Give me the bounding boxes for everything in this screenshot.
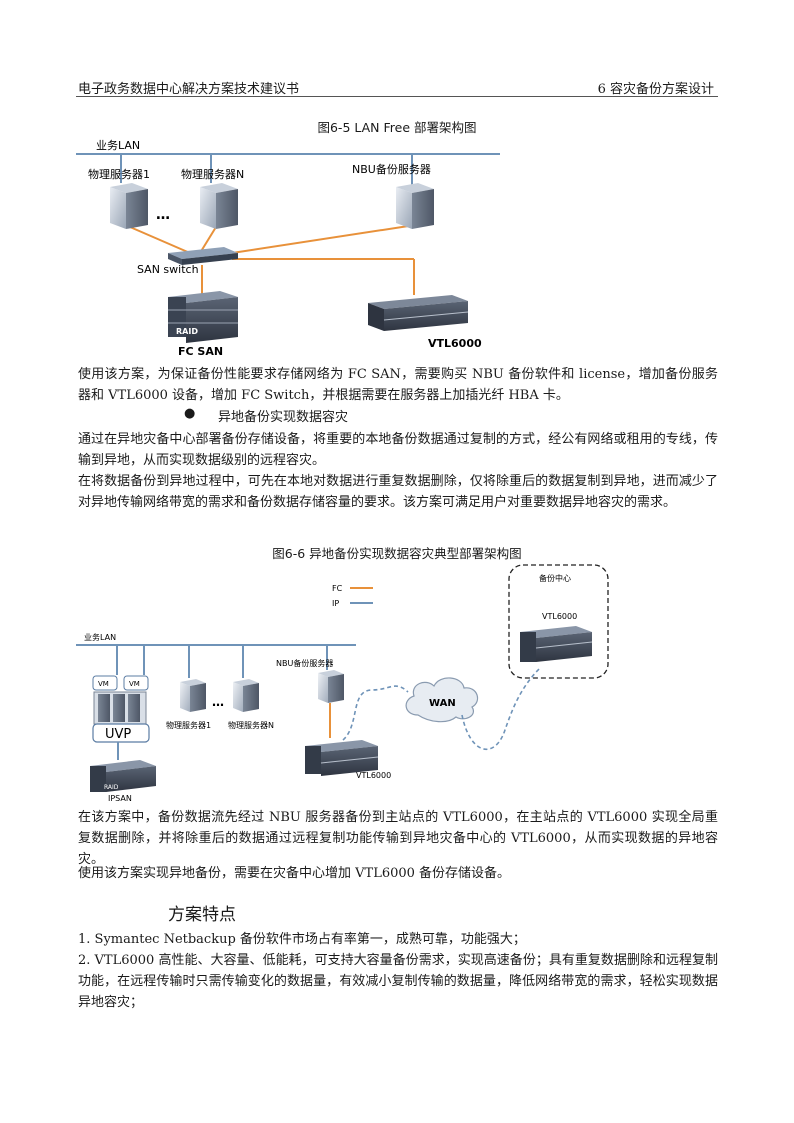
local-vtl-label: VTL6000 <box>356 771 391 780</box>
vtl-label: VTL6000 <box>428 337 482 350</box>
figure1-caption: 图6-5 LAN Free 部署架构图 <box>317 120 477 135</box>
feature-item-2: 2. VTL6000 高性能、大容量、低能耗，可支持大容量备份需求，实现高速备份… <box>78 953 718 1010</box>
vm-label-1: VM <box>98 680 109 688</box>
nbu-label-2: NBU备份服务器 <box>276 658 333 668</box>
paragraph-remote-intro: 通过在异地灾备中心部署备份存储设备，将重要的本地备份数据通过复制的方式，经公有网… <box>78 432 718 468</box>
wan-cloud-icon <box>405 677 479 723</box>
paragraph-dr-requirement: 使用该方案实现异地备份，需要在灾备中心增加 VTL6000 备份存储设备。 <box>78 866 511 881</box>
remote-vtl6000-icon <box>520 626 593 662</box>
ipsan-raid-label: RAID <box>104 784 119 791</box>
dr-center-box <box>508 564 609 679</box>
serverN-label-2: 物理服务器N <box>228 720 274 730</box>
vm-box-1 <box>92 675 118 691</box>
uvp-label: UVP <box>105 727 131 742</box>
raid-label: RAID <box>176 327 198 336</box>
local-vtl6000-icon <box>305 740 379 776</box>
lan-label: 业务LAN <box>96 139 140 152</box>
ipsan-storage-icon: RAID <box>90 760 156 792</box>
bullet-remote-backup: 异地备份实现数据容灾 <box>218 410 349 425</box>
dr-center-label: 备份中心 <box>539 573 571 583</box>
bullet-dot: ● <box>184 406 196 421</box>
nbu-server-icon-2 <box>318 670 344 703</box>
ipsan-label: IPSAN <box>108 794 132 803</box>
server1-label-2: 物理服务器1 <box>166 720 211 730</box>
raid-storage-icon: RAID <box>168 291 238 343</box>
page-header-title: 电子政务数据中心解决方案技术建议书 <box>78 82 300 97</box>
san-switch-label: SAN switch <box>137 263 199 276</box>
legend-ip-label: IP <box>332 599 339 608</box>
server1-label: 物理服务器1 <box>88 167 150 181</box>
ellipsis-2: … <box>212 695 224 709</box>
link-local-to-wan <box>342 685 409 741</box>
link-wan-to-dr <box>461 667 541 750</box>
legend-fc-label: FC <box>332 584 343 593</box>
uvp-box <box>92 723 150 743</box>
dr-vtl-label: VTL6000 <box>542 612 577 621</box>
paragraph-replication: 在该方案中，备份数据流先经过 NBU 服务器备份到主站点的 VTL6000，在主… <box>78 810 718 867</box>
vm-label-2: VM <box>129 680 140 688</box>
nbu-label: NBU备份服务器 <box>352 162 431 176</box>
paragraph-dedupe: 在将数据备份到异地过程中，可先在本地对数据进行重复数据删除，仅将除重后的数据复制… <box>78 474 718 510</box>
feature-item-1: 1. Symantec Netbackup 备份软件市场占有率第一，成熟可靠，功… <box>78 932 526 947</box>
wan-label: WAN <box>429 698 456 709</box>
fcsan-label: FC SAN <box>178 345 223 358</box>
figure1-lan-free-diagram: 业务LAN 物理服务器1 物理服务器N NBU备份服务器 … SAN switc… <box>76 139 500 358</box>
header-rule <box>76 96 718 97</box>
figure2-remote-dr-diagram: FC IP 备份中心 VTL6000 业务LAN VM VM UVP RAID … <box>76 564 609 803</box>
ellipsis: … <box>156 207 170 223</box>
section-heading: 方案特点 <box>168 905 236 925</box>
physical-server-1-icon-2 <box>180 679 206 712</box>
physical-server-1-icon <box>110 183 148 229</box>
san-switch-icon <box>168 247 238 265</box>
physical-server-n-icon <box>200 183 238 229</box>
lan-label-2: 业务LAN <box>84 632 116 642</box>
page-header-chapter: 6 容灾备份方案设计 <box>597 82 714 97</box>
figure2-caption: 图6-6 异地备份实现数据容灾典型部署架构图 <box>272 546 522 561</box>
serverN-label: 物理服务器N <box>181 167 244 181</box>
vtl6000-icon <box>368 295 469 331</box>
uvp-servers-icon <box>93 691 147 725</box>
vm-box-2 <box>123 675 149 691</box>
paragraph-lan-free: 使用该方案，为保证备份性能要求存储网络为 FC SAN，需要购买 NBU 备份软… <box>78 367 718 403</box>
physical-server-n-icon-2 <box>233 679 259 712</box>
nbu-server-icon <box>396 183 434 229</box>
